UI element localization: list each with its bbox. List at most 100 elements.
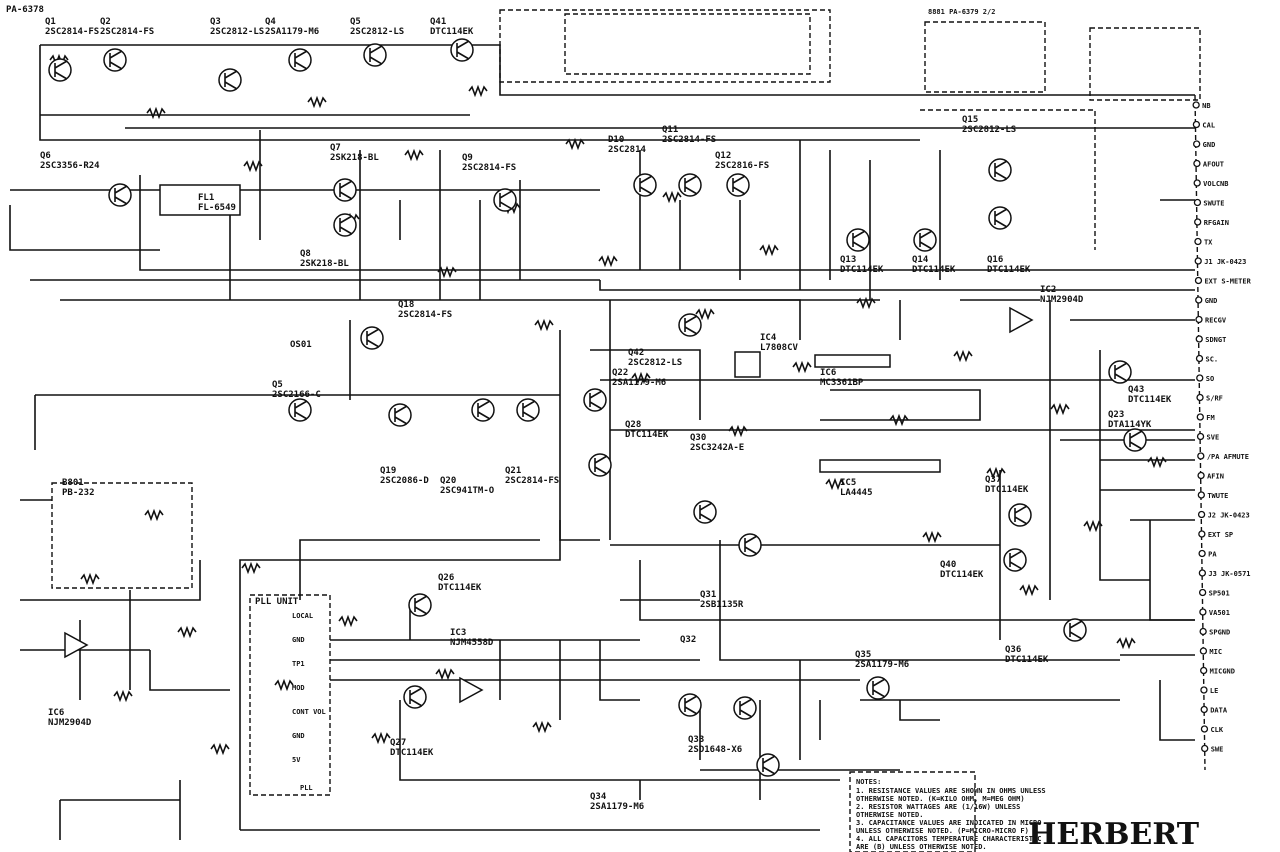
component-ref: Q3 <box>210 17 221 27</box>
transistor-symbol <box>678 173 702 197</box>
component-part: 2SD1648-X6 <box>688 745 742 755</box>
component-ref: Q33 <box>688 735 704 745</box>
component-part: 2SC2814-FS <box>505 476 559 486</box>
connector-label: SVE <box>1207 434 1220 442</box>
transistor-leads <box>499 190 513 210</box>
connector-label: VA501 <box>1209 609 1230 617</box>
pin-icon <box>1198 549 1206 558</box>
transistor-symbol <box>103 48 127 72</box>
transistor-leads <box>994 208 1008 228</box>
mic-jack-subframe <box>564 13 811 75</box>
pin-icon <box>1193 179 1201 187</box>
wire <box>149 650 230 691</box>
resistor-symbol <box>307 95 327 109</box>
pin-icon <box>1195 354 1204 363</box>
wire <box>9 205 160 251</box>
pll-pin-label: CONT VOL <box>292 708 326 716</box>
wire <box>599 640 640 701</box>
transistor-symbol <box>1123 428 1147 452</box>
component-ref: Q4 <box>265 17 276 27</box>
connector-pin: VA501 <box>1199 608 1230 617</box>
component-part: 2SC2814-FS <box>662 135 716 145</box>
connector-pin: DATA <box>1200 705 1228 715</box>
connector-block-frame <box>1089 27 1201 101</box>
notes-heading: NOTES: <box>856 778 881 786</box>
component-ref: Q31 <box>700 590 716 600</box>
transistor-leads <box>684 695 698 715</box>
pin-icon <box>1201 744 1209 753</box>
transistor-leads <box>456 40 470 60</box>
component-ref: IC5 <box>840 478 856 488</box>
resistor-symbol <box>371 731 391 745</box>
resistor-symbol <box>922 530 942 544</box>
resistor-symbol <box>1083 519 1103 533</box>
transistor-symbol <box>408 593 432 617</box>
component-ref: Q35 <box>855 650 871 660</box>
pin-icon <box>1194 237 1202 246</box>
connector-pin: J3 JK-0571 <box>1198 569 1251 578</box>
transistor-leads <box>872 678 886 698</box>
wire <box>599 280 1195 291</box>
q15-frame <box>920 109 1096 250</box>
component-ref: Q40 <box>940 560 956 570</box>
component-part: DTC114EK <box>390 748 434 758</box>
note-line: ARE (B) UNLESS OTHERWISE NOTED. <box>856 843 987 851</box>
wire <box>1159 680 1195 741</box>
component-os01: OS01 <box>290 340 312 350</box>
transistor-leads <box>224 70 238 90</box>
resistor-symbol <box>437 265 457 279</box>
wire <box>239 520 561 830</box>
resistor-symbol <box>565 137 585 151</box>
board-title: PA-6378 <box>6 5 44 15</box>
component-ref: Q19 <box>380 466 396 476</box>
note-line: UNLESS OTHERWISE NOTED. (P=MICRO-MICRO F… <box>856 827 1029 835</box>
resistor-symbol <box>695 307 715 321</box>
resistor-symbol <box>468 84 488 98</box>
component-part: 2SC2816-FS <box>715 161 769 171</box>
transistor-leads <box>852 230 866 250</box>
connector-label: MICGND <box>1210 668 1235 676</box>
connector-label: SC. <box>1206 356 1219 364</box>
opamp-symbol <box>1009 306 1034 334</box>
component-ref: Q11 <box>662 125 678 135</box>
connector-label: TX <box>1204 239 1213 247</box>
transistor-symbol <box>726 173 750 197</box>
pin-icon <box>1200 705 1208 714</box>
component-part: DTC114EK <box>987 265 1031 275</box>
component-ref: Q26 <box>438 573 454 583</box>
resistor-symbol <box>49 53 69 67</box>
component-ref: Q18 <box>398 300 414 310</box>
component-ref: Q2 <box>100 17 111 27</box>
transistor-leads <box>1129 430 1143 450</box>
component-ref: Q43 <box>1128 385 1144 395</box>
connector-label: CAL <box>1202 122 1215 130</box>
component-ref: Q14 <box>912 255 929 265</box>
note-line: OTHERWISE NOTED. <box>856 811 923 819</box>
resistor-symbol <box>532 720 552 734</box>
transistor-symbol <box>1063 618 1087 642</box>
pin-icon <box>1195 315 1203 324</box>
pin-icon <box>1196 393 1204 402</box>
component-ref: OS01 <box>290 340 312 350</box>
component-ref: Q22 <box>612 368 628 378</box>
transistor-symbol <box>363 43 387 67</box>
connector-label: S/RF <box>1206 395 1223 403</box>
wire <box>1149 520 1195 621</box>
note-line: OTHERWISE NOTED. (K=KILO OHM, M=MEG OHM) <box>856 795 1025 803</box>
component-symbols <box>48 38 1147 777</box>
connector-pin: SC. <box>1195 354 1219 364</box>
